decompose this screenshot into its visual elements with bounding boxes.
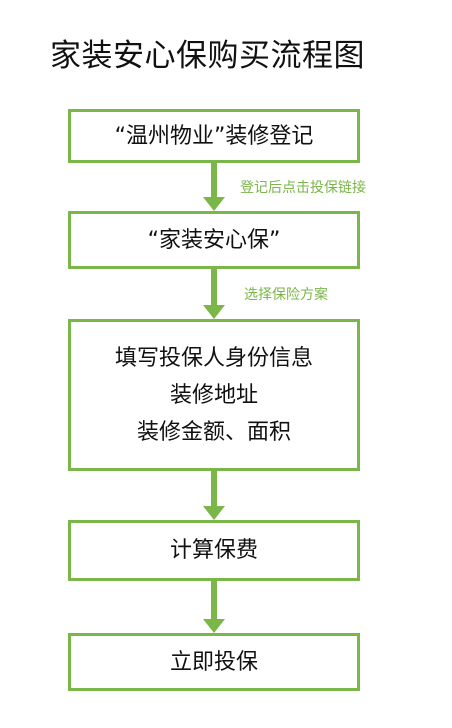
flow-arrow: [203, 581, 225, 633]
arrow-shaft: [211, 581, 217, 621]
step-label: “家装安心保”: [147, 227, 281, 253]
arrow-shaft: [211, 163, 217, 199]
step-box-purchase: 立即投保: [68, 633, 360, 691]
arrow-head: [203, 305, 225, 319]
step-box-calculate-premium: 计算保费: [68, 520, 360, 581]
flow-arrow: [203, 163, 225, 211]
arrow-shaft: [211, 471, 217, 508]
arrow-head: [203, 197, 225, 211]
step-label: 装修金额、面积: [136, 419, 291, 445]
arrow-head: [203, 506, 225, 520]
step-box-fill-info: 填写投保人身份信息 装修地址 装修金额、面积: [68, 319, 360, 471]
transition-note: 选择保险方案: [244, 287, 328, 303]
step-label: 立即投保: [169, 649, 258, 675]
flow-arrow: [203, 269, 225, 319]
step-label: 填写投保人身份信息: [114, 345, 313, 371]
diagram-title: 家装安心保购买流程图: [50, 38, 365, 74]
step-label: 计算保费: [169, 538, 258, 563]
step-label: “温州物业”装修登记: [114, 123, 314, 149]
arrow-shaft: [211, 269, 217, 307]
arrow-head: [203, 619, 225, 633]
step-box-product: “家装安心保”: [68, 211, 360, 269]
step-label: 装修地址: [169, 382, 258, 408]
transition-note: 登记后点击投保链接: [240, 180, 366, 196]
flow-arrow: [203, 471, 225, 520]
step-box-registration: “温州物业”装修登记: [68, 109, 360, 163]
